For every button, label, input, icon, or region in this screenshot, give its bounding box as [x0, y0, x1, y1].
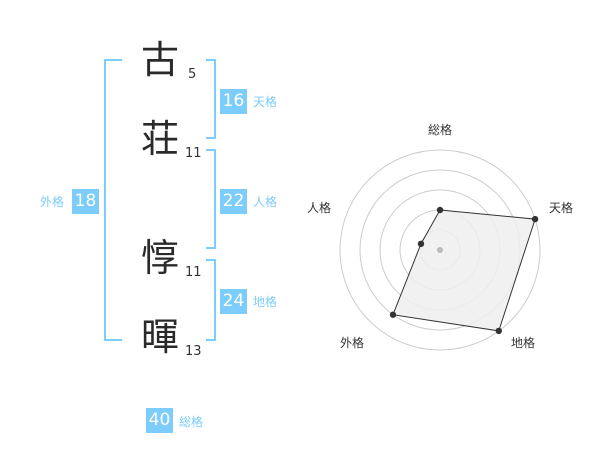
jinkaku-bracket-bottom	[206, 247, 216, 249]
gaikaku-label: 外格	[40, 195, 65, 209]
gaikaku-bracket-bottom	[104, 339, 122, 341]
name-char-1: 古	[141, 38, 180, 82]
radar-point-0	[436, 206, 444, 214]
jinkaku-value: 22	[220, 189, 247, 214]
radar-point-4	[417, 240, 425, 248]
soukaku-label: 総格	[179, 415, 204, 429]
stroke-count-2: 11	[185, 146, 202, 161]
tenkaku-bracket-bottom	[206, 137, 216, 139]
soukaku-value: 40	[146, 408, 173, 433]
radar-axis-label-soukaku: 総格	[428, 123, 453, 137]
stroke-count-4: 13	[185, 344, 202, 359]
chikaku-bracket-top	[206, 259, 216, 261]
tenkaku-bracket-line	[214, 59, 216, 139]
chikaku-value: 24	[220, 289, 247, 314]
jinkaku-bracket-top	[206, 149, 216, 151]
name-char-2: 荘	[141, 117, 180, 161]
tenkaku-value: 16	[220, 89, 247, 114]
jinkaku-bracket-line	[214, 149, 216, 249]
tenkaku-label: 天格	[253, 95, 278, 109]
radar-point-2	[495, 327, 502, 335]
tenkaku-bracket-top	[206, 59, 216, 61]
radar-axis-label-chikaku: 地格	[511, 336, 536, 350]
radar-axis-label-jinkaku: 人格	[307, 201, 332, 215]
radar-polygon	[392, 209, 536, 332]
radar-center-dot	[437, 247, 443, 253]
jinkaku-label: 人格	[253, 195, 278, 209]
radar-axis-label-tenkaku: 天格	[549, 201, 574, 215]
gaikaku-bracket-line	[104, 59, 106, 341]
gaikaku-value: 18	[72, 189, 99, 214]
gaikaku-bracket-top	[104, 59, 122, 61]
chikaku-label: 地格	[253, 295, 278, 309]
chikaku-bracket-bottom	[206, 339, 216, 341]
radar-point-1	[531, 215, 539, 223]
stroke-count-3: 11	[185, 265, 202, 280]
name-char-3: 惇	[141, 236, 180, 280]
chikaku-bracket-line	[214, 259, 216, 341]
name-char-4: 暉	[141, 315, 180, 359]
radar-axis-label-gaikaku: 外格	[340, 336, 365, 350]
radar-point-3	[389, 311, 397, 318]
stroke-count-1: 5	[188, 67, 197, 82]
